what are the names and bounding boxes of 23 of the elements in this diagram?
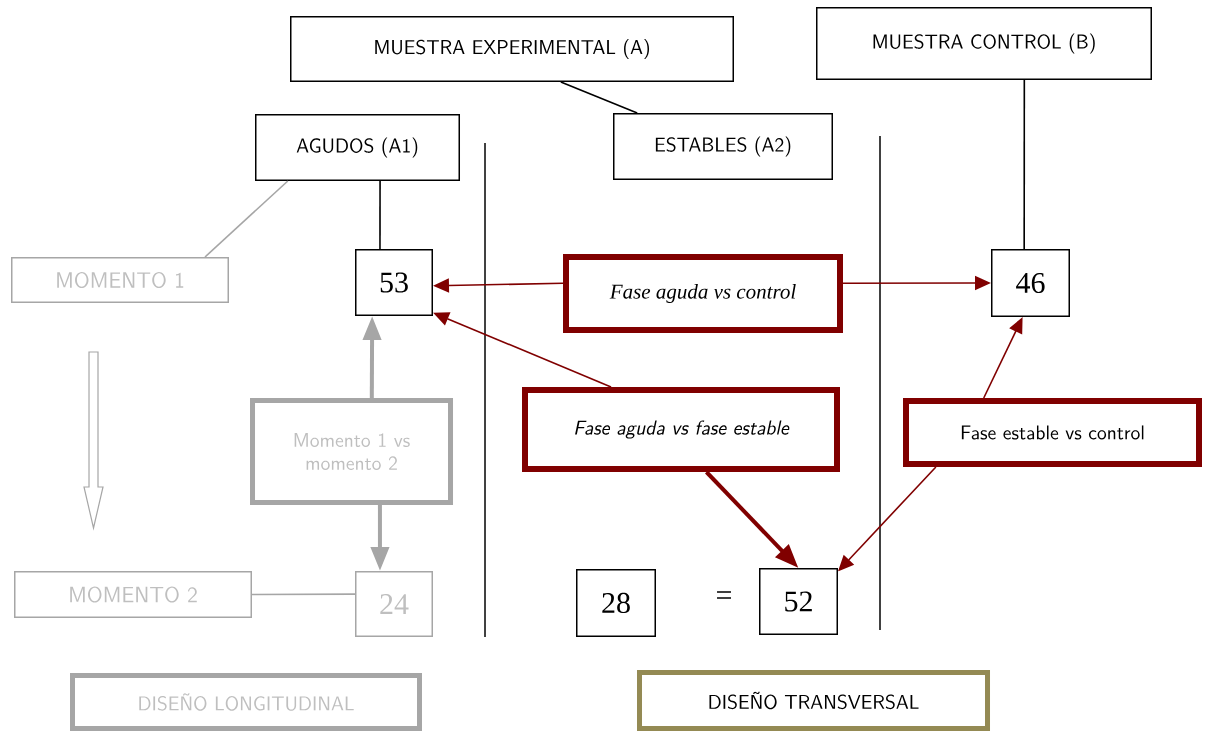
comparison-box: Fase estable vs control xyxy=(903,398,1202,467)
sample-box: MUESTRA CONTROL (B) xyxy=(816,7,1152,80)
connector-line xyxy=(379,180,381,250)
group-box: AGUDOS (A1) xyxy=(255,114,460,181)
count-box: 52 xyxy=(759,568,838,635)
count-box: 46 xyxy=(991,249,1070,317)
stage-box: MOMENTO 2 xyxy=(14,571,252,618)
count-box: 24 xyxy=(355,571,433,637)
connector-line xyxy=(251,593,356,596)
group-box: ESTABLES (A2) xyxy=(613,113,833,180)
connector-line xyxy=(1023,79,1026,250)
comparison-box: Fase aguda vs fase estable xyxy=(522,387,840,472)
count-box: 28 xyxy=(576,569,656,637)
design-box: DISEÑO LONGITUDINAL xyxy=(70,673,422,731)
connector-line xyxy=(560,81,638,114)
stage-box: MOMENTO 1 xyxy=(11,257,229,303)
sample-box: MUESTRA EXPERIMENTAL (A) xyxy=(290,16,734,82)
comparison-box: Fase aguda vs control xyxy=(563,254,843,333)
design-box: DISEÑO TRANSVERSAL xyxy=(637,670,990,731)
connector-line xyxy=(204,180,289,258)
count-box: 53 xyxy=(355,249,433,316)
equals-sign: = xyxy=(717,591,731,599)
comparison-box: Momento 1 vs momento 2 xyxy=(250,398,453,505)
